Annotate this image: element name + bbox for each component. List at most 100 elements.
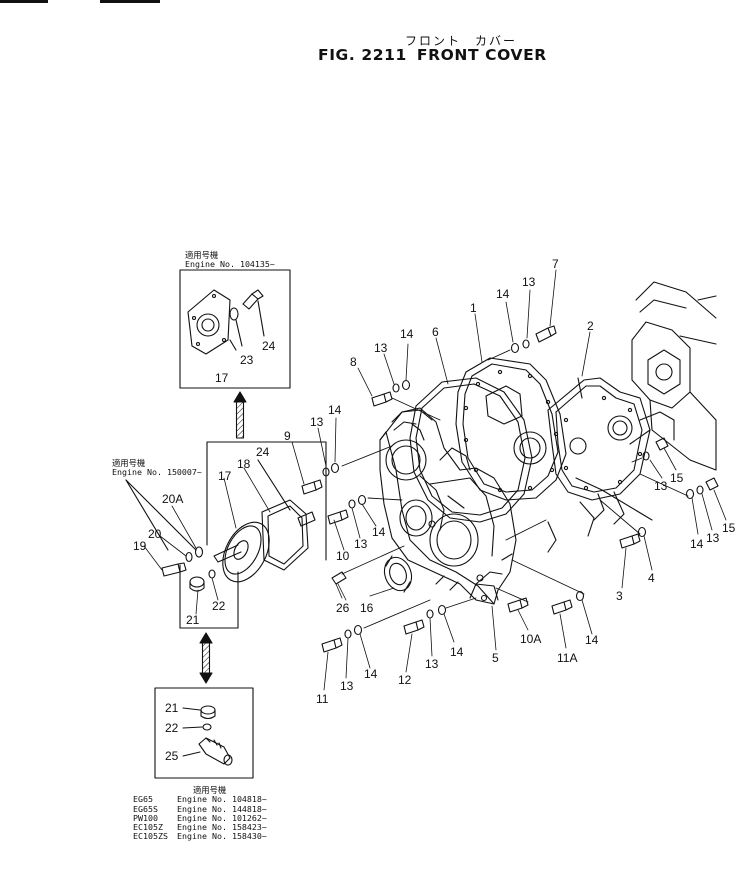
callout-9: 9 — [284, 429, 291, 443]
washer-14-b — [330, 462, 340, 474]
gear-case-gasket-1 — [455, 357, 567, 501]
washer-14-g — [510, 342, 520, 354]
washer-13-b — [322, 467, 330, 477]
callout-3: 3 — [616, 589, 623, 603]
top-inset — [179, 269, 291, 389]
callout-13-h: 13 — [706, 531, 720, 545]
bolt-11A — [551, 599, 573, 615]
top-inset-bolt-24 — [242, 289, 264, 310]
bottom-inset-washer-22 — [202, 723, 212, 731]
callout-13-b: 13 — [374, 341, 388, 355]
callout-24-top: 24 — [262, 339, 276, 353]
callout-14-a: 14 — [496, 287, 510, 301]
washer-14-a — [401, 379, 411, 391]
callout-17-top: 17 — [215, 371, 229, 385]
leader-lines — [341, 349, 689, 629]
top-rule-right — [100, 0, 160, 3]
washer-14-f — [575, 590, 585, 602]
leader-line — [579, 501, 595, 537]
middle-inset-bolt-24 — [297, 511, 316, 527]
middle-inset-washers-20 — [185, 546, 204, 563]
callout-20-mid: 20 — [148, 527, 162, 541]
middle-inset-upper-frame — [206, 441, 327, 561]
callout-13-f: 13 — [425, 657, 439, 671]
middle-inset-engine-no: Engine No. 150007~ — [112, 467, 202, 477]
callout-14-g: 14 — [585, 633, 599, 647]
callout-4: 4 — [648, 571, 655, 585]
washer-14-e — [437, 604, 447, 616]
callout-15-b: 15 — [722, 521, 736, 535]
callout-11: 11 — [316, 692, 329, 706]
callout-14-f: 14 — [450, 645, 464, 659]
bottom-inset-sensor-25 — [198, 737, 233, 766]
middle-inset-lower-frame — [179, 564, 239, 629]
kana-title: フロントカバー — [405, 32, 531, 49]
nut-15-b — [705, 477, 719, 491]
middle-inset-gasket-18 — [261, 499, 309, 571]
washer-13-e — [426, 609, 434, 619]
washer-14-h — [685, 488, 695, 500]
callout-14-d: 14 — [372, 525, 386, 539]
top-inset-engine-no: Engine No. 104135~ — [185, 259, 275, 269]
leader-line — [547, 521, 557, 553]
washer-13-g — [522, 339, 530, 349]
middle-inset-bolt-19 — [161, 562, 187, 577]
callout-10: 10 — [336, 549, 350, 563]
bottom-inset-plug-21 — [200, 705, 216, 720]
callout-8: 8 — [350, 355, 357, 369]
callout-2: 2 — [587, 319, 594, 333]
callout-13-g: 13 — [654, 479, 668, 493]
fig-name: FRONT COVER — [416, 46, 547, 64]
callout-14-c: 14 — [328, 403, 342, 417]
serial-jp-label: 適用号機 — [193, 785, 227, 795]
callout-14-b: 14 — [400, 327, 414, 341]
bolt-3 — [619, 533, 641, 549]
callout-15-a: 15 — [670, 471, 684, 485]
top-rule-left — [0, 0, 48, 3]
callout-5: 5 — [492, 651, 499, 665]
washer-13-c — [348, 499, 356, 509]
bolt-12 — [403, 619, 425, 635]
fig-number: FIG. 2211 — [318, 46, 407, 64]
washer-14-d — [353, 624, 363, 636]
double-arrow — [199, 632, 213, 684]
nut-15-a — [655, 437, 669, 451]
leader-line — [575, 477, 653, 521]
callout-13-a: 13 — [522, 275, 536, 289]
middle-inset-plug-21 — [189, 576, 205, 592]
callout-13-c: 13 — [310, 415, 324, 429]
callout-12: 12 — [398, 673, 412, 687]
callout-11A: 11A — [557, 651, 577, 665]
middle-inset-jp-label: 適用号機 — [112, 458, 145, 468]
bolt-10 — [327, 509, 349, 525]
callout-22-bottom: 22 — [165, 721, 179, 735]
callout-24-mid: 24 — [256, 445, 270, 459]
top-inset-washer-23 — [229, 307, 239, 321]
callout-16: 16 — [360, 601, 374, 615]
top-inset-cover-17 — [187, 289, 231, 355]
oil-seal-16 — [383, 555, 413, 593]
bottom-inset — [154, 687, 254, 779]
callout-25-bottom: 25 — [165, 749, 179, 763]
callout-18-mid: 18 — [237, 457, 251, 471]
bolt-9 — [301, 479, 323, 495]
bolt-8 — [371, 391, 393, 407]
bolt-11 — [321, 637, 343, 653]
dowel-pin-26 — [331, 571, 347, 585]
callout-26: 26 — [336, 601, 350, 615]
kana-word-cover: カバー — [475, 34, 518, 48]
washer-13-a — [392, 383, 400, 393]
callout-22-mid: 22 — [212, 599, 226, 613]
figure-title: FIG. 2211 FRONT COVER — [318, 46, 547, 64]
callout-20A-mid: 20A — [162, 492, 183, 506]
top-inset-frame — [179, 269, 291, 389]
middle-inset-washer-22 — [208, 569, 216, 579]
washer-14-c — [357, 494, 367, 506]
bolt-7 — [535, 325, 557, 343]
